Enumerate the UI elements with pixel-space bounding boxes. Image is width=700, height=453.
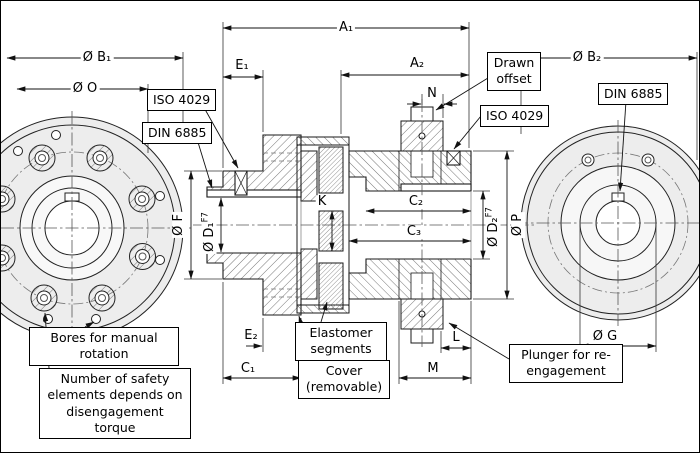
leader-lines [43,77,627,369]
callout-din6885-right: DIN 6885 [598,83,669,106]
callout-din6885-left: DIN 6885 [142,122,213,145]
leader-iso4029-right [453,115,482,150]
leader-drawn-offset [435,77,489,111]
leader-plunger [448,322,510,360]
left-end-view [1,116,184,340]
set-screw-right [446,150,461,166]
dim-b2-label: Ø B₂ [570,50,604,66]
callout-bores-manual-rotation: Bores for manual rotation [29,327,179,366]
dim-d1-label: Ø D₁F7 [200,210,217,254]
dim-m-label: M [425,361,441,377]
dim-d2-base: Ø D₂ [485,217,501,247]
leader-elastomer [320,301,328,323]
callout-iso4029-right: ISO 4029 [480,105,550,128]
dim-d1-tolerance: F7 [200,212,211,223]
dim-d2-tolerance: F7 [484,207,495,218]
leader-din6885-left [196,138,213,189]
centerlines [1,99,699,347]
section-keyway-left [206,189,302,198]
dim-p-label: Ø P [510,211,526,239]
dim-n-label: N [425,86,439,102]
safety-elements [1,144,156,312]
dim-d2-label: Ø D₂F7 [484,205,501,249]
dim-k-label: K [315,194,329,210]
right-set-screws [581,153,655,167]
dim-e1-label: E₁ [233,58,251,74]
callout-drawn-offset: Drawn offset [487,52,541,91]
dim-a1-label: A₁ [336,20,356,36]
callout-plunger-reengagement: Plunger for re-engagement [509,344,623,383]
section-keyway-right [400,183,472,192]
leader-bores [84,321,95,329]
dim-c3-label: C₃ [404,224,424,240]
left-hub-section [206,134,302,316]
elastomer-segments-section [318,146,344,310]
callout-elastomer-segments: Elastomer segments [295,322,387,361]
dim-a2-label: A₂ [407,56,427,72]
dim-f-label: Ø F [171,212,187,238]
dim-b1-label: Ø B₁ [80,50,114,66]
dim-g-label: Ø G [590,329,620,345]
leader-iso4029-left [201,103,239,169]
dim-d1-base: Ø D₁ [201,222,217,252]
dim-l-label: L [450,330,462,346]
dim-e2-label: E₂ [242,328,260,344]
callout-safety-elements-note: Number of safety elements depends on dis… [39,368,191,439]
callout-iso4029-left: ISO 4029 [147,89,217,112]
dim-o-label: Ø O [70,81,100,97]
dim-c2-label: C₂ [406,194,426,210]
set-screw-left [234,170,248,196]
leader-din6885-right [617,100,627,192]
right-hub-section [348,150,472,300]
callout-cover-removable: Cover (removable) [298,360,390,399]
dim-c1-label: C₁ [238,361,258,377]
